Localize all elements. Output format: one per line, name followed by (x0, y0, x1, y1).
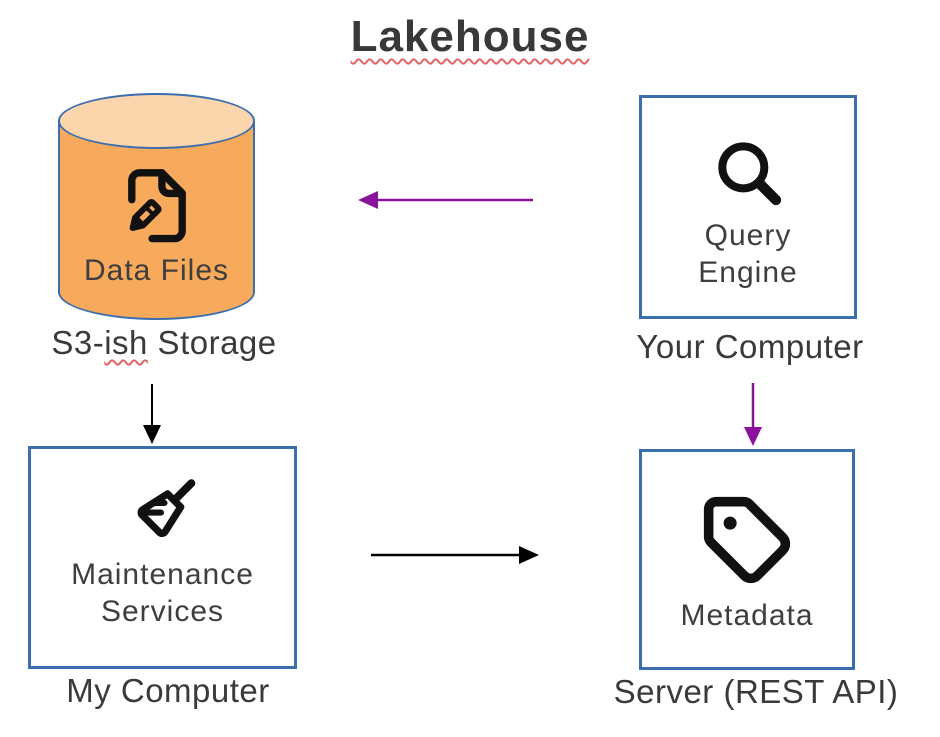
search-icon (718, 142, 782, 206)
broom-icon (137, 479, 195, 538)
tag-icon (703, 496, 791, 584)
node-label-maintenance-services: Maintenance Services (71, 558, 254, 628)
caption-my-computer: My Computer (66, 672, 270, 709)
caption-your-computer: Your Computer (636, 328, 864, 365)
node-label-query-engine: Query Engine (698, 219, 798, 289)
arrowhead-down-icon (143, 425, 161, 444)
node-s3-storage: Data Files (58, 93, 255, 320)
arrow-your-computer-to-metadata (744, 383, 762, 446)
node-label-metadata: Metadata (680, 599, 814, 632)
diagram-title: Lakehouse (350, 12, 590, 61)
arrow-storage-to-maintenance (143, 384, 161, 444)
node-query-engine: Query Engine (639, 95, 857, 319)
node-label-data-files: Data Files (83, 254, 230, 287)
caption-s3-storage: S3-ish Storage (14, 324, 314, 362)
cylinder-content: Data Files (58, 163, 255, 290)
node-maintenance-services: Maintenance Services (28, 446, 297, 669)
caption-text: Storage (147, 324, 277, 361)
arrowhead-right-icon (519, 546, 539, 564)
caption-server-rest-api: Server (REST API) (613, 673, 899, 710)
caption-text: S3- (51, 324, 105, 361)
node-metadata-server: Metadata (639, 449, 855, 670)
caption-misspelled-text: ish (104, 324, 148, 361)
arrowhead-left-icon (358, 191, 378, 209)
arrowhead-down-icon (744, 427, 762, 446)
cylinder-top (58, 93, 255, 149)
arrow-query-to-storage (358, 191, 533, 209)
arrow-maintenance-to-metadata (371, 546, 539, 564)
file-edit-icon (127, 169, 186, 243)
